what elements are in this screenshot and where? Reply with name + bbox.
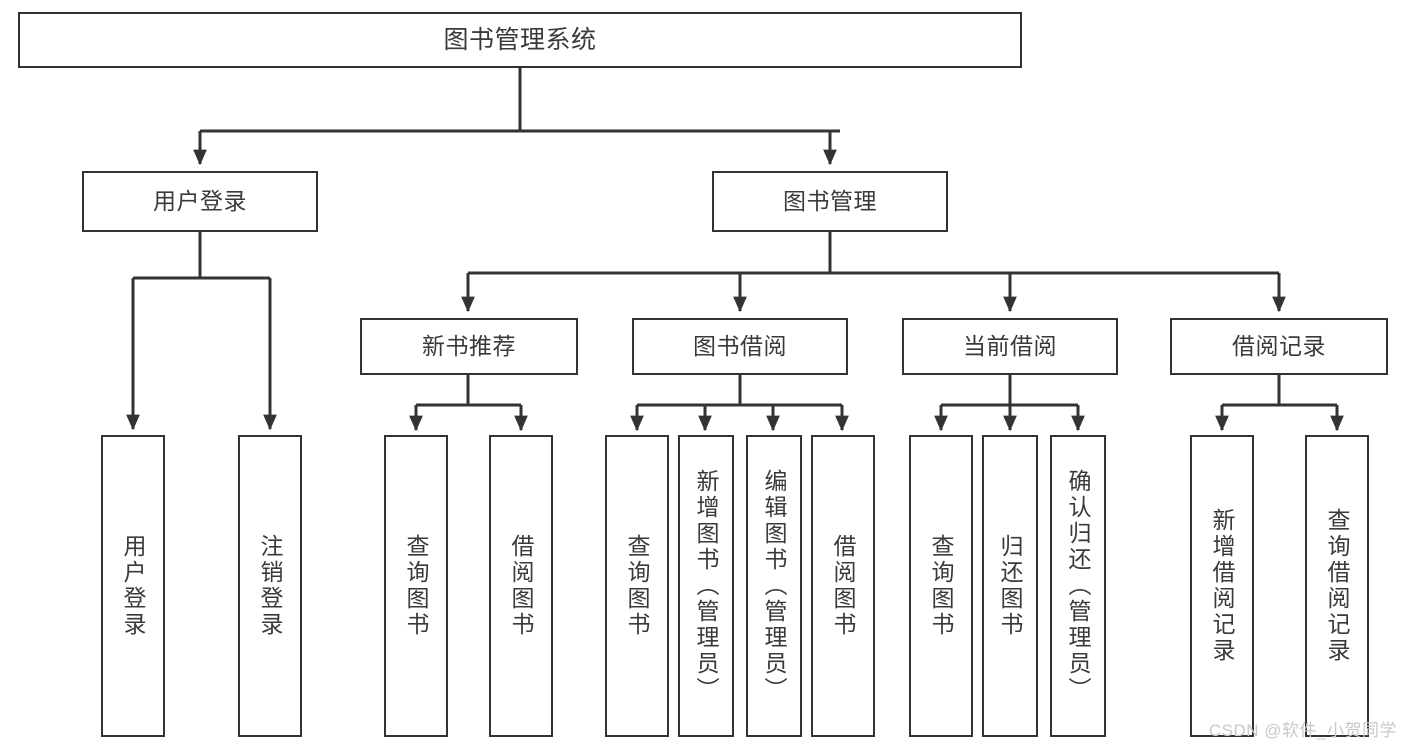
leaf-user-login[interactable]: 用户登录 (101, 435, 165, 737)
node-user-login-label: 用户登录 (153, 188, 247, 215)
leaf-return-book[interactable]: 归还图书 (982, 435, 1038, 737)
node-root-system[interactable]: 图书管理系统 (18, 12, 1022, 68)
leaf-query-book-3-label: 查询图书 (928, 534, 955, 638)
leaf-add-book[interactable]: 新增图书（管理员） (678, 435, 734, 737)
leaf-borrow-book-2[interactable]: 借阅图书 (811, 435, 875, 737)
leaf-add-record[interactable]: 新增借阅记录 (1190, 435, 1254, 737)
node-borrow-record-label: 借阅记录 (1232, 333, 1326, 360)
leaf-confirm-return-label: 确认归还（管理员） (1065, 469, 1092, 703)
leaf-query-book-1-label: 查询图书 (403, 534, 430, 638)
leaf-add-record-label: 新增借阅记录 (1209, 508, 1236, 664)
node-book-borrow[interactable]: 图书借阅 (632, 318, 848, 375)
node-book-borrow-label: 图书借阅 (693, 333, 787, 360)
leaf-add-book-label: 新增图书（管理员） (693, 469, 720, 703)
node-new-book-recommend-label: 新书推荐 (422, 333, 516, 360)
leaf-query-book-3[interactable]: 查询图书 (909, 435, 973, 737)
leaf-edit-book[interactable]: 编辑图书（管理员） (746, 435, 802, 737)
leaf-user-login-label: 用户登录 (120, 534, 147, 638)
leaf-borrow-book-1[interactable]: 借阅图书 (489, 435, 553, 737)
leaf-query-book-2[interactable]: 查询图书 (605, 435, 669, 737)
node-root-system-label: 图书管理系统 (443, 25, 597, 54)
csdn-watermark: CSDN @软件_小贺同学 (1208, 721, 1397, 740)
leaf-borrow-book-2-label: 借阅图书 (830, 534, 857, 638)
leaf-query-record[interactable]: 查询借阅记录 (1305, 435, 1369, 737)
leaf-edit-book-label: 编辑图书（管理员） (761, 469, 788, 703)
leaf-confirm-return[interactable]: 确认归还（管理员） (1050, 435, 1106, 737)
node-user-login[interactable]: 用户登录 (82, 171, 318, 232)
leaf-logout-login-label: 注销登录 (257, 534, 284, 638)
node-current-borrow-label: 当前借阅 (963, 333, 1057, 360)
leaf-query-book-2-label: 查询图书 (624, 534, 651, 638)
node-current-borrow[interactable]: 当前借阅 (902, 318, 1118, 375)
node-new-book-recommend[interactable]: 新书推荐 (360, 318, 578, 375)
node-book-management[interactable]: 图书管理 (712, 171, 948, 232)
node-book-management-label: 图书管理 (783, 188, 877, 215)
leaf-borrow-book-1-label: 借阅图书 (508, 534, 535, 638)
leaf-query-book-1[interactable]: 查询图书 (384, 435, 448, 737)
leaf-logout-login[interactable]: 注销登录 (238, 435, 302, 737)
leaf-return-book-label: 归还图书 (997, 534, 1024, 638)
node-borrow-record[interactable]: 借阅记录 (1170, 318, 1388, 375)
leaf-query-record-label: 查询借阅记录 (1324, 508, 1351, 664)
